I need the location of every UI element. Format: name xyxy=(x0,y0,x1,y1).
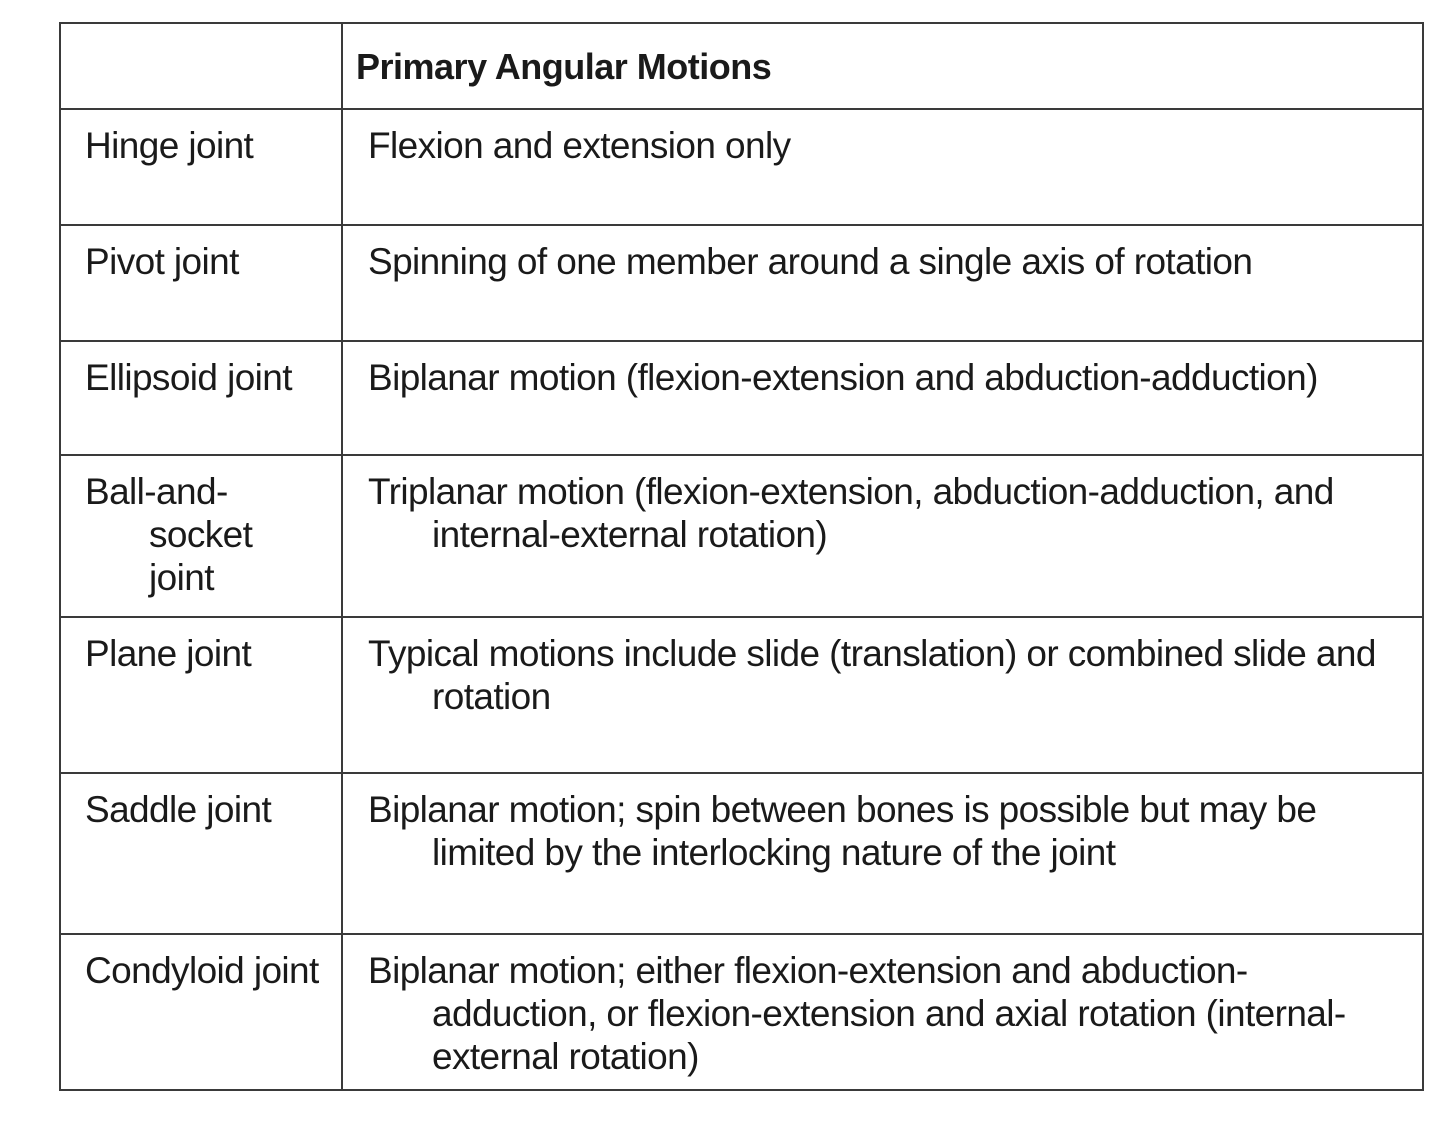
joint-cell: Plane joint xyxy=(59,616,343,774)
table-row: Hinge joint Flexion and extension only xyxy=(59,108,1424,226)
joint-cell: Ellipsoid joint xyxy=(59,340,343,456)
joint-cell: Ball-and-socket joint xyxy=(59,454,343,618)
table-row: Saddle joint Biplanar motion; spin betwe… xyxy=(59,772,1424,935)
motion-description: Biplanar motion (flexion-extension and a… xyxy=(368,357,1318,398)
motion-cell: Biplanar motion; either flexion-extensio… xyxy=(341,933,1424,1091)
table-row: Plane joint Typical motions include slid… xyxy=(59,616,1424,774)
motion-cell: Spinning of one member around a single a… xyxy=(341,224,1424,342)
joint-name: Pivot joint xyxy=(85,241,239,282)
joint-name: Ellipsoid joint xyxy=(85,357,293,398)
table-row: Pivot joint Spinning of one member aroun… xyxy=(59,224,1424,342)
motion-cell: Flexion and extension only xyxy=(341,108,1424,226)
header-row: Primary Angular Motions xyxy=(59,22,1424,110)
joint-motions-table: Primary Angular Motions Hinge joint Flex… xyxy=(59,22,1424,1091)
motion-description: Biplanar motion; either flexion-extensio… xyxy=(368,950,1346,1077)
motion-cell: Biplanar motion (flexion-extension and a… xyxy=(341,340,1424,456)
joint-cell: Pivot joint xyxy=(59,224,343,342)
motion-cell: Biplanar motion; spin between bones is p… xyxy=(341,772,1424,935)
table-row: Ball-and-socket joint Triplanar motion (… xyxy=(59,454,1424,618)
joint-name: Saddle joint xyxy=(85,789,272,830)
table-row: Ellipsoid joint Biplanar motion (flexion… xyxy=(59,340,1424,456)
table-body: Hinge joint Flexion and extension only P… xyxy=(59,108,1424,1091)
motion-description: Biplanar motion; spin between bones is p… xyxy=(368,789,1317,873)
joint-motions-table-wrapper: Primary Angular Motions Hinge joint Flex… xyxy=(59,22,1424,1091)
joint-name: Condyloid joint xyxy=(85,950,319,991)
header-cell-joint xyxy=(59,22,343,110)
joint-name: Plane joint xyxy=(85,633,252,674)
table-header: Primary Angular Motions xyxy=(59,22,1424,110)
motion-description: Flexion and extension only xyxy=(368,125,791,166)
joint-cell: Condyloid joint xyxy=(59,933,343,1091)
joint-name: Hinge joint xyxy=(85,125,254,166)
header-cell-motions: Primary Angular Motions xyxy=(341,22,1424,110)
motion-description: Typical motions include slide (translati… xyxy=(368,633,1376,717)
motion-description: Spinning of one member around a single a… xyxy=(368,241,1253,282)
header-motions-label: Primary Angular Motions xyxy=(356,45,772,87)
motion-cell: Triplanar motion (flexion-extension, abd… xyxy=(341,454,1424,618)
joint-cell: Hinge joint xyxy=(59,108,343,226)
motion-cell: Typical motions include slide (translati… xyxy=(341,616,1424,774)
joint-cell: Saddle joint xyxy=(59,772,343,935)
table-row: Condyloid joint Biplanar motion; either … xyxy=(59,933,1424,1091)
joint-name: Ball-and-socket joint xyxy=(85,471,253,598)
motion-description: Triplanar motion (flexion-extension, abd… xyxy=(368,471,1334,555)
